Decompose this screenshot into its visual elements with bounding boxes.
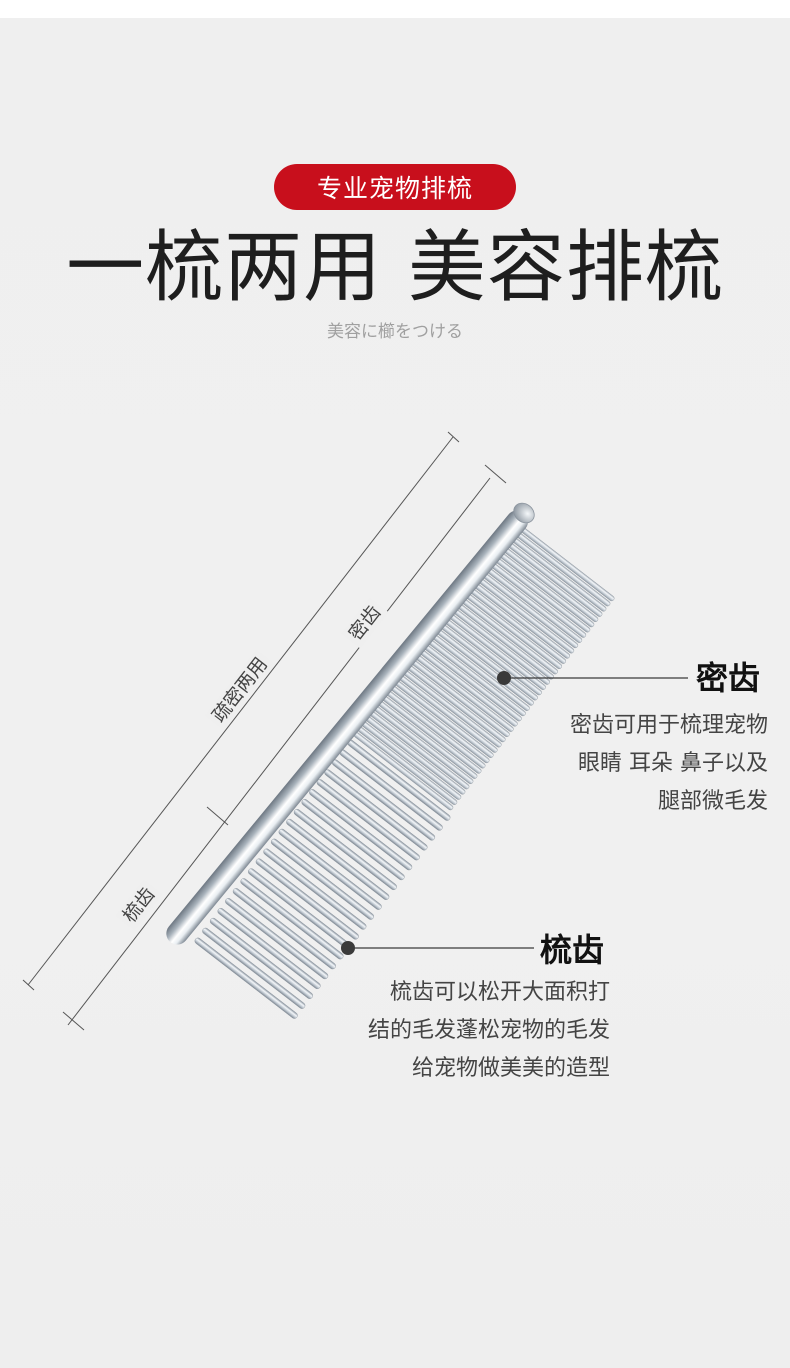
dense-teeth-title: 密齿 <box>696 659 761 697</box>
top-band <box>0 0 790 18</box>
comb-tooth-sparse <box>286 818 390 900</box>
comb-tooth-sparse <box>202 927 306 1009</box>
comb-tooth-sparse <box>194 937 298 1019</box>
comb-tooth-sparse <box>240 878 344 960</box>
comb-tooth-sparse <box>263 848 367 930</box>
comb-tooth-sparse <box>278 828 382 910</box>
page-subtitle: 美容に櫛をつける <box>327 322 463 342</box>
dense-teeth-marker-dot <box>497 671 511 685</box>
dense-teeth-line-2: 眼睛 耳朵 鼻子以及 <box>578 751 768 776</box>
dense-teeth-line-1: 密齿可用于梳理宠物 <box>569 713 768 738</box>
callout-pointers <box>341 671 688 955</box>
comb-spine <box>166 502 535 945</box>
sparse-teeth-title: 梳齿 <box>540 931 605 969</box>
sparse-teeth-description: 梳齿可以松开大面积打 结的毛发蓬松宠物的毛发 给宠物做美美的造型 <box>310 974 610 1088</box>
page-headline: 一梳两用 美容排梳 <box>66 223 724 313</box>
comb-tooth-sparse <box>232 888 336 970</box>
comb-teeth <box>194 522 615 1019</box>
sparse-teeth-marker-dot <box>341 941 355 955</box>
sparse-teeth-line-1: 梳齿可以松开大面积打 <box>389 980 610 1005</box>
sparse-teeth-line-3: 给宠物做美美的造型 <box>411 1056 610 1081</box>
comb-tooth-sparse <box>301 799 405 881</box>
dense-teeth-line-3: 腿部微毛发 <box>657 789 768 814</box>
comb-tooth-sparse <box>209 917 313 999</box>
category-badge-label: 专业宠物排梳 <box>316 174 473 203</box>
comb-tooth-sparse <box>270 838 374 920</box>
dense-teeth-description: 密齿可用于梳理宠物 眼睛 耳朵 鼻子以及 腿部微毛发 <box>468 707 768 821</box>
comb-tooth-sparse <box>255 858 359 940</box>
category-badge: 专业宠物排梳 <box>274 164 516 210</box>
comb-tooth-sparse <box>225 898 329 980</box>
comb-tooth-sparse <box>293 808 397 891</box>
sparse-teeth-line-2: 结的毛发蓬松宠物的毛发 <box>367 1018 610 1043</box>
dimension-lines <box>22 431 507 1031</box>
comb-tooth-sparse <box>309 789 413 871</box>
comb-tooth-sparse <box>217 907 321 990</box>
comb-tooth-sparse <box>316 779 420 861</box>
